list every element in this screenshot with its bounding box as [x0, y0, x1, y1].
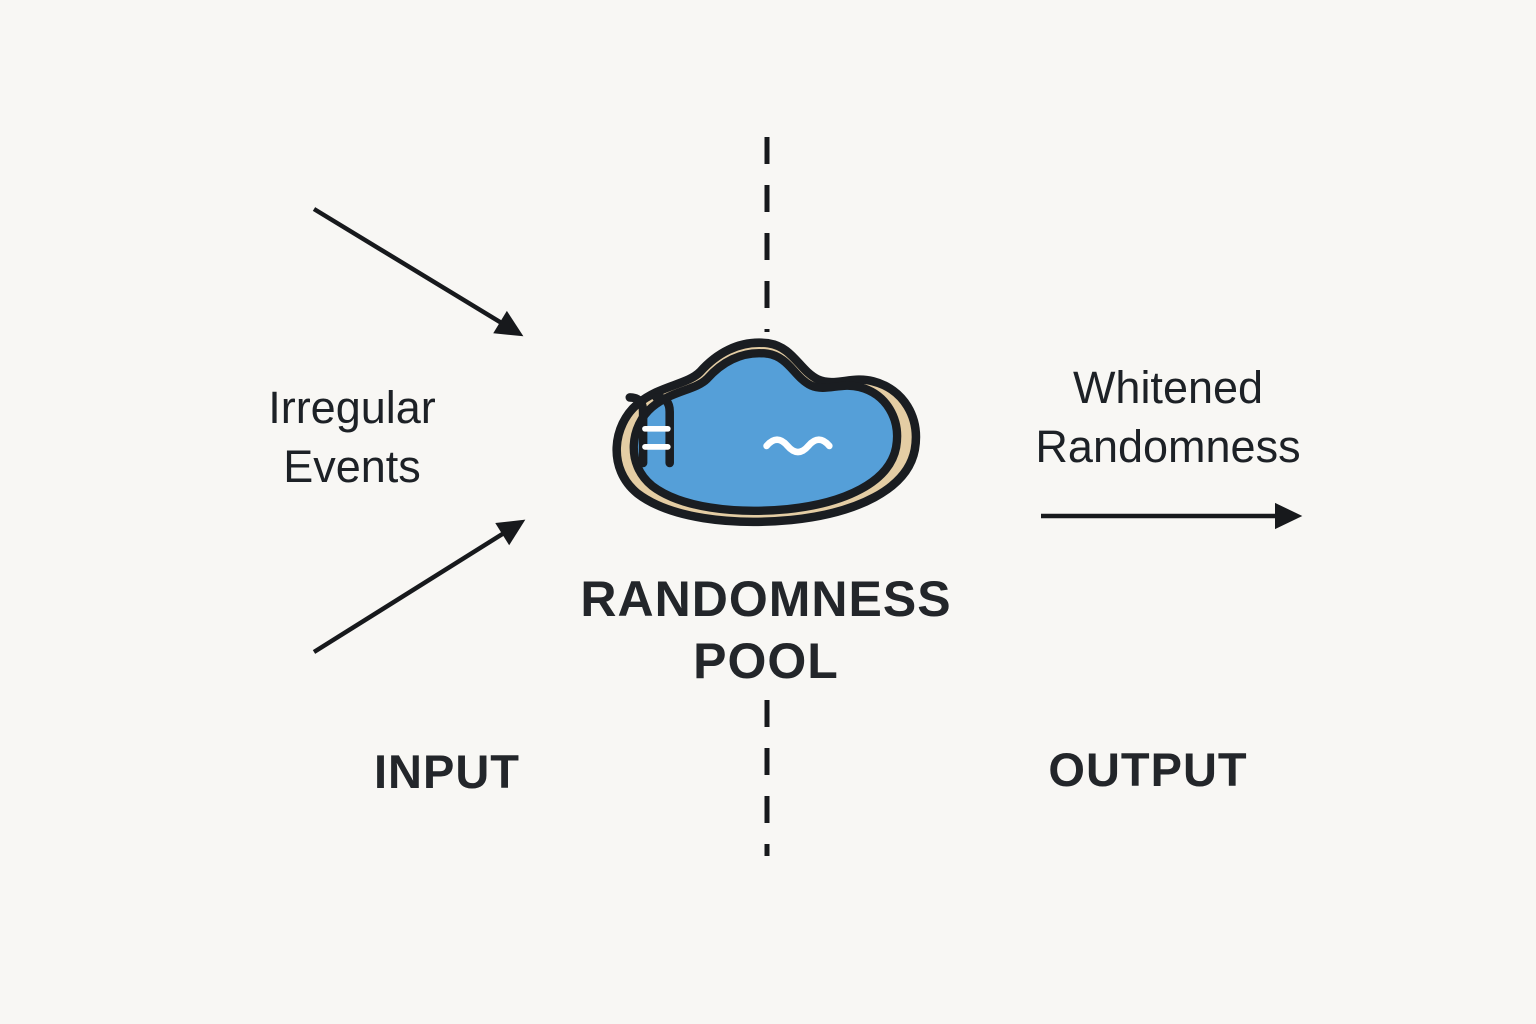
- input-arrow-top-icon: [312, 207, 524, 337]
- pool-icon: [612, 338, 921, 527]
- pool-wave-icon: [763, 436, 833, 456]
- irregular-events-label: Irregular Events: [268, 382, 436, 493]
- pool-ladder-icon: [625, 393, 674, 468]
- whitened-randomness-label: Whitened Randomness: [1035, 362, 1301, 473]
- input-label: INPUT: [374, 745, 520, 798]
- pool-water-shape: [629, 348, 902, 515]
- randomness-pool-label: RANDOMNESS POOL: [580, 571, 952, 689]
- output-label: OUTPUT: [1048, 743, 1248, 796]
- input-arrow-bottom-icon: [312, 519, 526, 654]
